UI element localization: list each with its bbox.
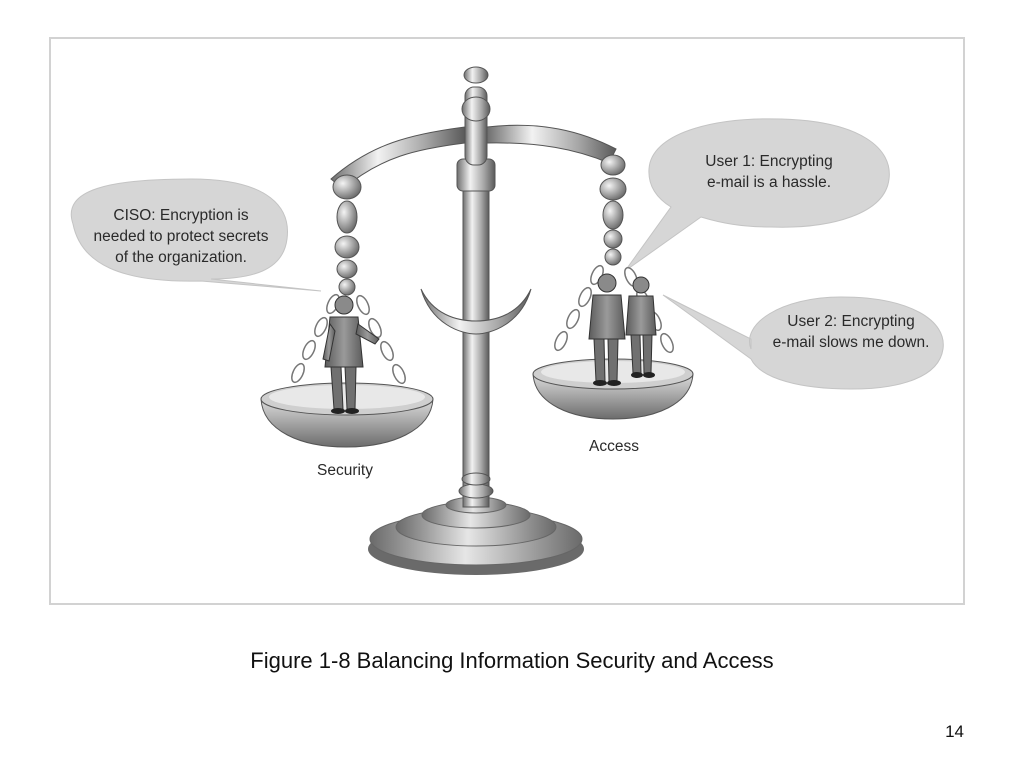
ciso-speech-bubble: CISO: Encryption is needed to protect se…	[70, 178, 322, 292]
user1-line-1: User 1: Encrypting	[705, 153, 833, 170]
left-pan-chains	[291, 293, 406, 385]
figure-frame: CISO: Encryption is needed to protect se…	[49, 37, 965, 605]
beam-left	[330, 126, 466, 190]
user1-line-2: e-mail is a hassle.	[707, 174, 831, 191]
ciso-line-2: needed to protect secrets	[94, 228, 269, 245]
scale-base	[368, 496, 584, 575]
access-label: Access	[589, 438, 639, 455]
balance-scale-illustration: CISO: Encryption is needed to protect se…	[70, 66, 944, 575]
scale-pole	[456, 66, 496, 508]
user2-line-2: e-mail slows me down.	[773, 334, 930, 351]
left-bead-hanger	[332, 174, 362, 296]
user2-figure	[625, 276, 657, 378]
ciso-line-3: of the organization.	[115, 249, 247, 266]
ciso-line-1: CISO: Encryption is	[113, 207, 248, 224]
user1-speech-bubble: User 1: Encrypting e-mail is a hassle.	[624, 118, 890, 272]
ciso-figure	[322, 295, 380, 414]
user2-line-1: User 2: Encrypting	[787, 313, 915, 330]
user2-speech-bubble: User 2: Encrypting e-mail slows me down.	[662, 294, 944, 390]
figure-caption: Figure 1-8 Balancing Information Securit…	[250, 648, 774, 673]
crescent-ornament	[420, 288, 532, 335]
user1-figure	[588, 273, 626, 386]
right-pan	[532, 358, 694, 420]
page-number: 14	[945, 722, 964, 741]
security-label: Security	[317, 462, 373, 479]
right-bead-hanger	[599, 154, 627, 266]
beam-right	[486, 124, 617, 164]
